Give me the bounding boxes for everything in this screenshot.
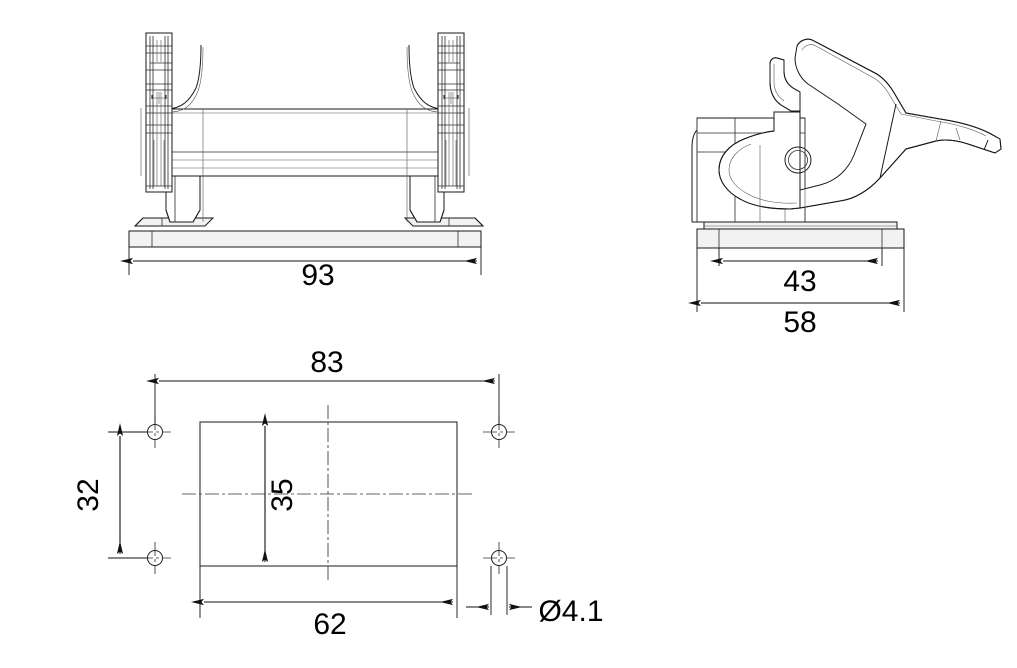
- dimension-label-93: 93: [301, 259, 334, 292]
- dimension-label-hole-diameter: Ø4.1: [538, 595, 603, 628]
- dimension-label-43: 43: [783, 265, 816, 298]
- side-elevation-view: 43 58: [688, 38, 1002, 339]
- side-construction-lines: [759, 118, 806, 222]
- side-pivot-hole-outer: [785, 147, 811, 173]
- bottom-hole-bottom-right: [483, 542, 515, 574]
- dimension-93: 93: [120, 247, 482, 292]
- bottom-plan-view: 83 32 35 62 Ø4.1: [72, 346, 604, 641]
- side-pivot-hole-inner: [788, 150, 808, 170]
- dimension-43: 43: [710, 248, 883, 298]
- side-latch-pivot-arm: [718, 111, 811, 210]
- front-elevation-view: 93: [120, 32, 485, 292]
- dimension-35: 35: [261, 413, 299, 562]
- front-right-latch-bracket: [437, 32, 470, 193]
- dimension-32: 32: [72, 423, 147, 559]
- dimension-label-58: 58: [783, 306, 816, 339]
- front-body-detail-lines: [202, 109, 408, 222]
- dimension-label-35: 35: [266, 478, 299, 511]
- dimension-label-83: 83: [310, 346, 343, 379]
- dimension-label-32: 32: [72, 478, 105, 511]
- front-body-fillets: [166, 45, 444, 113]
- bottom-centerlines: [182, 405, 475, 583]
- dimension-label-62: 62: [313, 608, 346, 641]
- dimension-62: 62: [191, 566, 458, 641]
- front-main-body: [165, 108, 445, 177]
- dimension-58: 58: [688, 248, 905, 339]
- side-base-flange: [696, 228, 905, 249]
- dimension-hole-diameter: Ø4.1: [466, 566, 604, 628]
- side-gasket-layer: [703, 221, 898, 230]
- side-latch-hook: [769, 57, 801, 112]
- front-left-latch-bracket: [140, 32, 173, 193]
- dimension-83: 83: [146, 346, 500, 424]
- front-base-flange: [128, 230, 482, 248]
- side-latch-lever: [794, 38, 1002, 209]
